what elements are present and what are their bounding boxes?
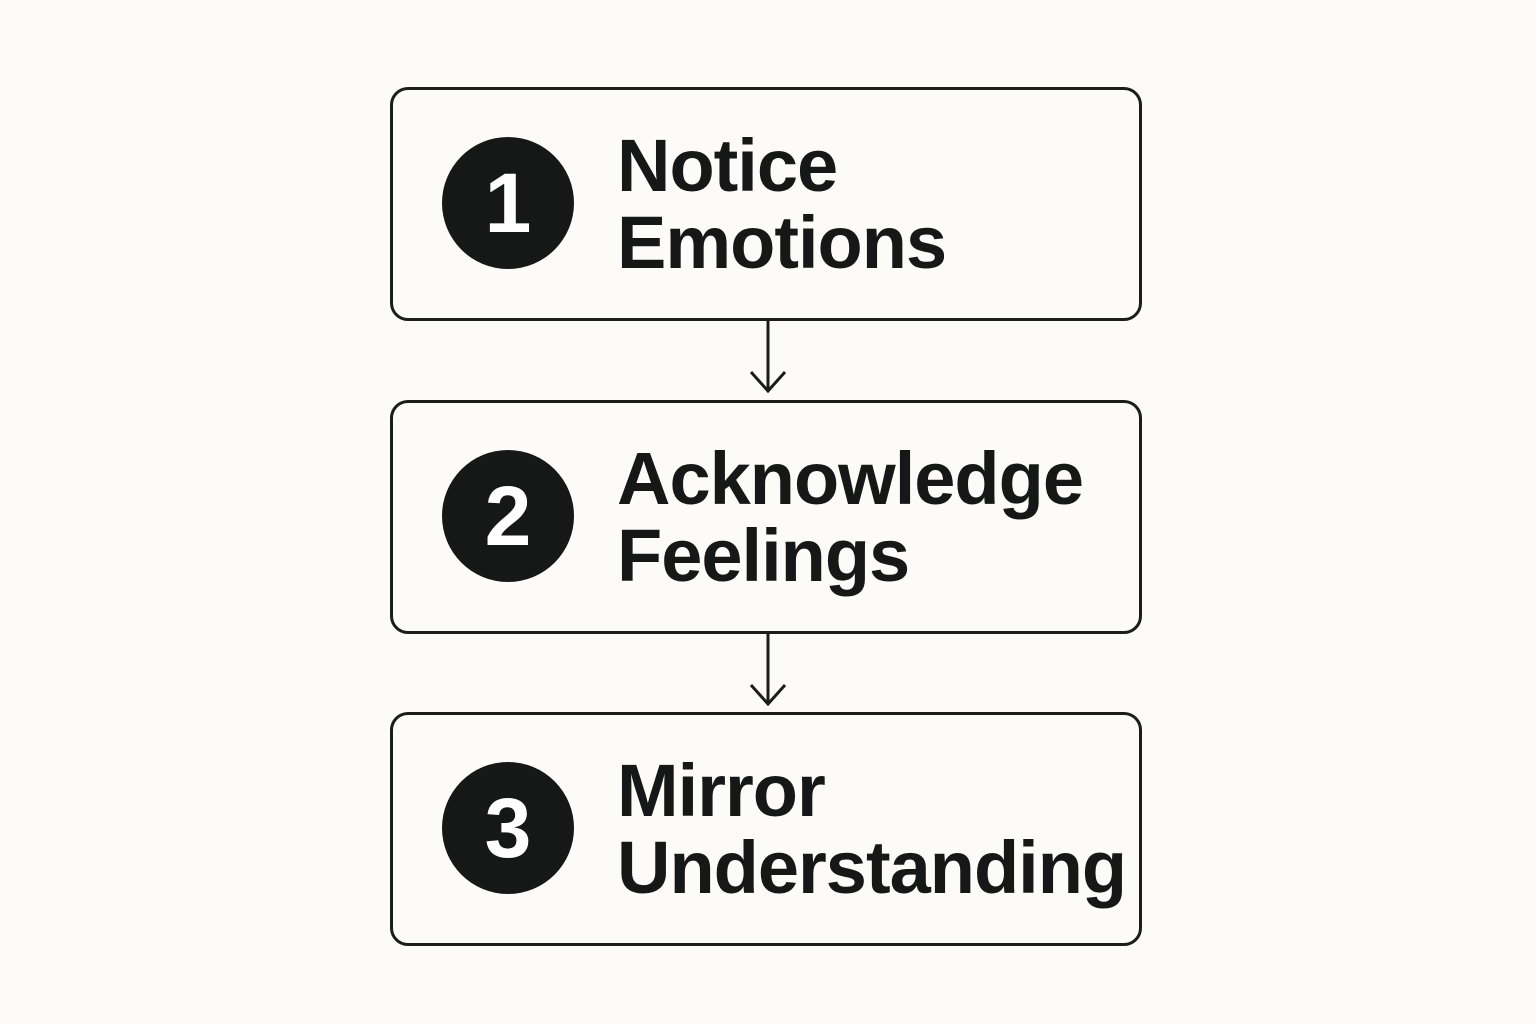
step-number-badge: 3 — [442, 762, 574, 894]
step-label-line-1: Acknowledge — [617, 437, 1084, 520]
step-card-mirror-understanding: 3 Mirror Understanding — [390, 712, 1142, 946]
step-label-line-2: Emotions — [617, 201, 947, 284]
step-label-line-2: Understanding — [617, 826, 1127, 909]
step-card-notice-emotions: 1 Notice Emotions — [390, 87, 1142, 321]
arrow-down-icon — [749, 320, 787, 394]
step-card-acknowledge-feelings: 2 Acknowledge Feelings — [390, 400, 1142, 634]
step-label-line-1: Mirror — [617, 749, 826, 832]
step-label-line-2: Feelings — [617, 514, 910, 597]
step-number-badge: 2 — [442, 450, 574, 582]
arrow-down-icon — [749, 633, 787, 707]
step-label: Acknowledge Feelings — [617, 437, 1084, 597]
step-number-badge: 1 — [442, 137, 574, 269]
step-label: Mirror Understanding — [617, 749, 1127, 909]
step-label-line-1: Notice — [617, 124, 838, 207]
step-label: Notice Emotions — [617, 124, 947, 284]
